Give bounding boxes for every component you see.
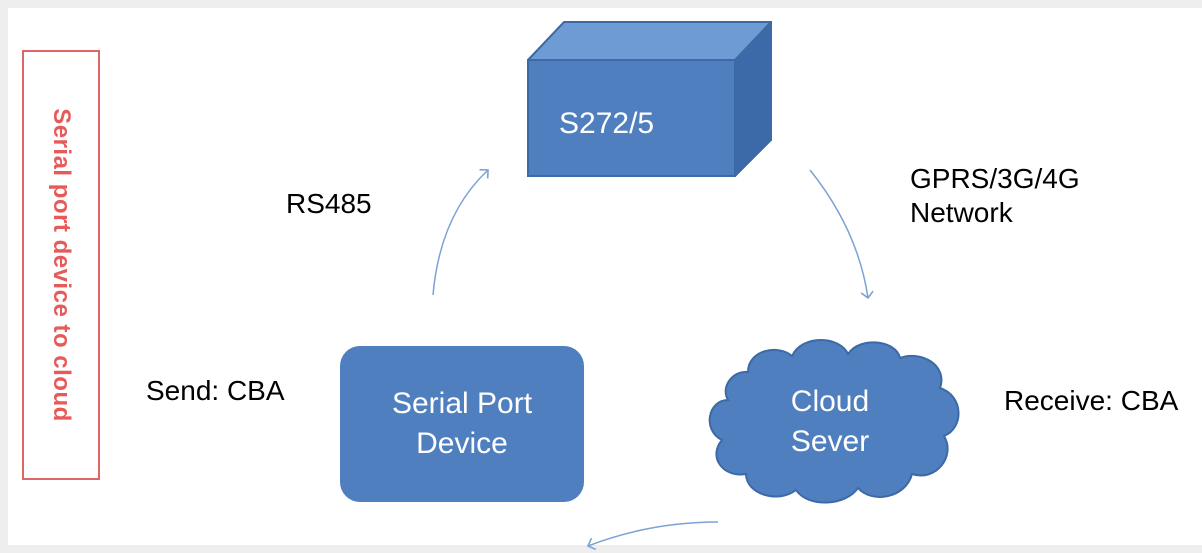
cloud-label-line1: Cloud [790,385,870,418]
serial-device-label-line1: Serial Port [391,387,533,420]
send-text: Send: CBA [146,375,285,406]
network-label-line1: GPRS/3G/4G [910,163,1080,194]
arrow-gateway-to-cloud [809,169,874,300]
cloud-shape-icon [708,339,960,504]
cube-top-face [528,22,771,60]
cloud-server-label: Cloud Sever [742,382,918,462]
arrow-device-to-gateway [432,168,489,296]
rs485-label: RS485 [286,188,372,219]
arrow-cloud-to-device [586,521,719,551]
network-label: GPRS/3G/4G Network [910,162,1080,230]
gateway-cube [527,21,772,177]
serial-device-label-line2: Device [416,427,508,460]
receive-text: Receive: CBA [1004,385,1179,416]
side-label-box: Serial port device to cloud [22,50,100,480]
cube-side-face [735,22,771,176]
gateway-label: S272/5 [559,107,655,140]
serial-port-device-box: Serial Port Device [340,346,584,502]
cube-front-face [528,60,735,176]
cloud-label-line2: Sever [790,425,870,458]
network-label-line2: Network [910,197,1013,228]
side-label: Serial port device to cloud [48,108,75,422]
